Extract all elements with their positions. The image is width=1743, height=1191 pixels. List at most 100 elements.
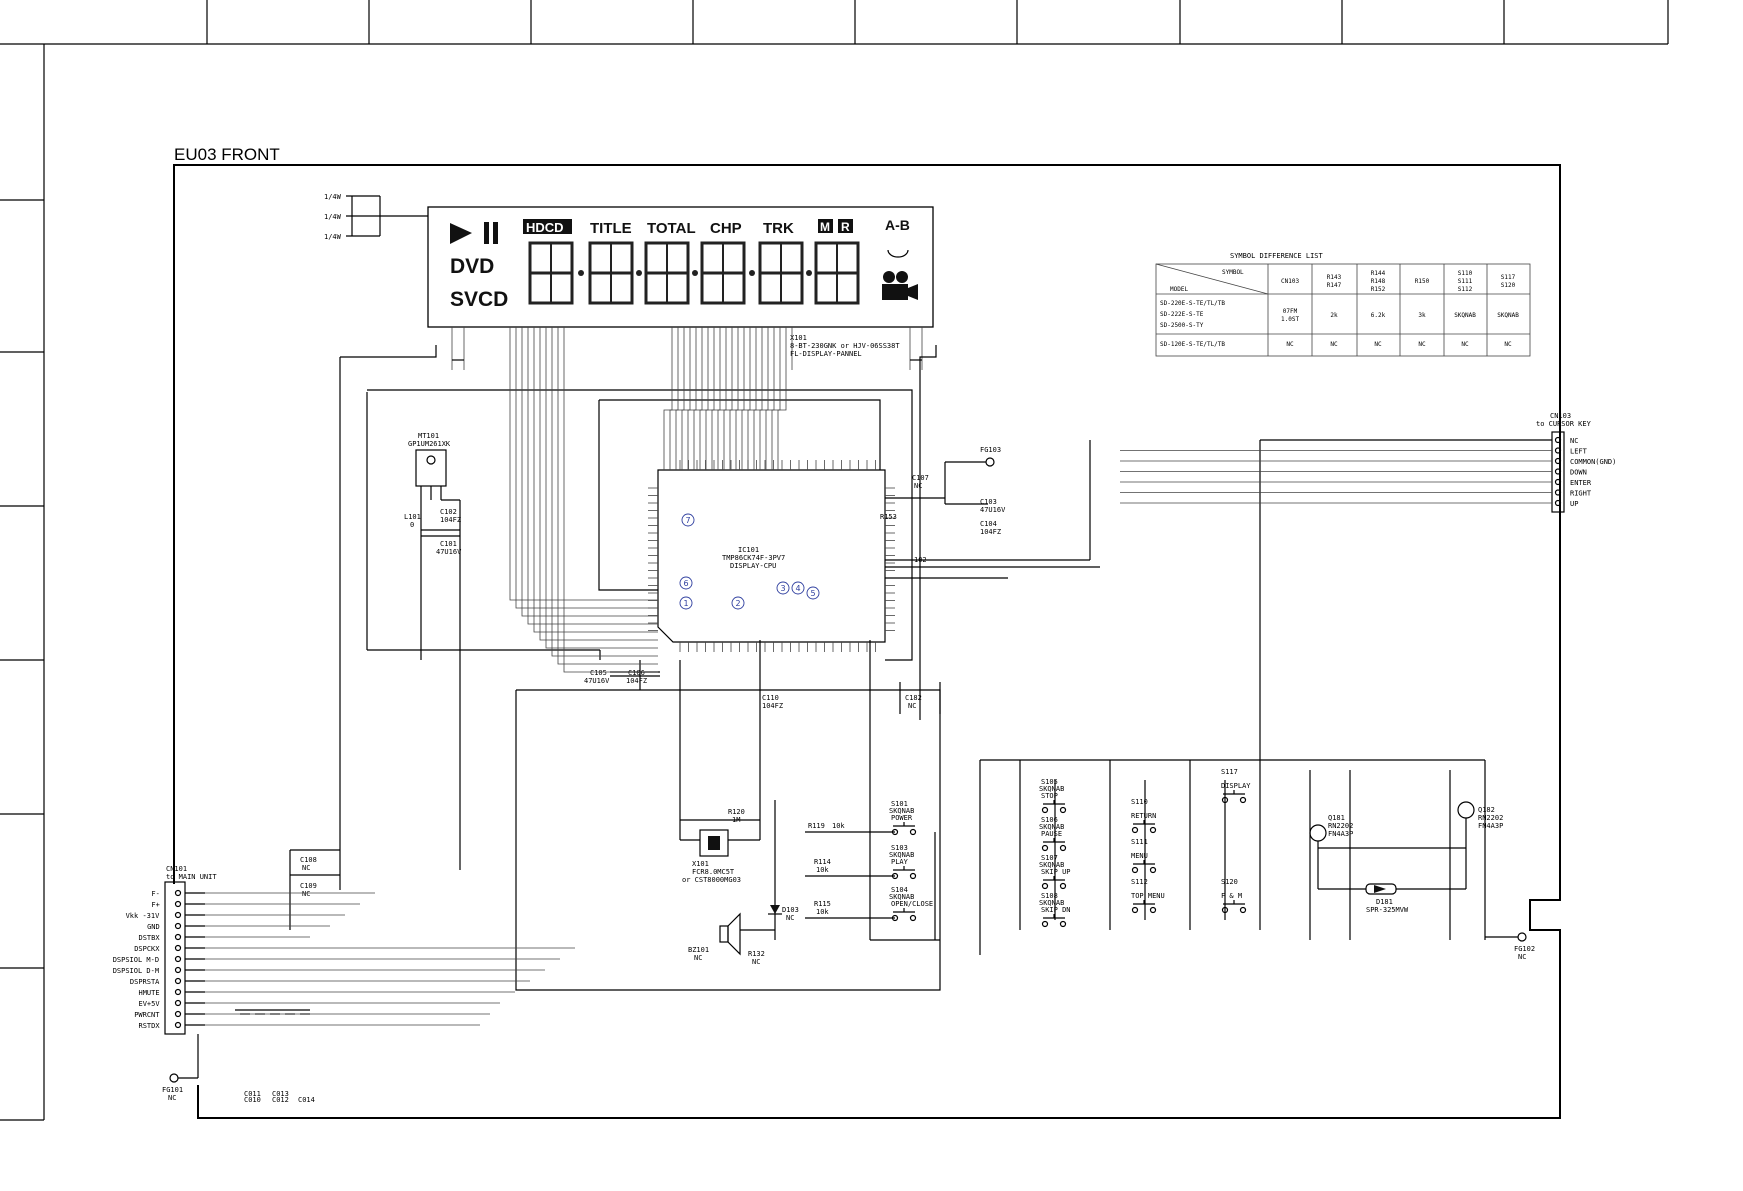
cn101-ref: CN101	[166, 865, 187, 873]
switch-part: SKQNAB	[1039, 861, 1064, 869]
sdl-cell: SKQNAB	[1454, 312, 1476, 319]
r153-value: 102	[914, 556, 927, 564]
switch-ref: S106	[1041, 816, 1058, 824]
section-title: EU03 FRONT	[174, 145, 280, 164]
c012-ref: C012	[272, 1096, 289, 1104]
play-icon	[450, 223, 472, 244]
switch-func: PAUSE	[1041, 830, 1062, 838]
cn101-pin-label: GND	[147, 923, 160, 931]
cn101-pin-label: RSTDX	[139, 1022, 161, 1030]
marker-number: 2	[736, 599, 741, 608]
q181-ref: Q181	[1328, 814, 1345, 822]
r131-rating: 1/4W	[324, 233, 342, 241]
vfd-svcd: SVCD	[450, 288, 508, 311]
sdl-model: SD-222E-S-TE	[1160, 311, 1204, 318]
marker-number: 7	[686, 516, 691, 525]
switch-part: SKQNAB	[1039, 823, 1064, 831]
cn101-pin-label: DSPRSTA	[130, 978, 160, 986]
switch-func: PLAY	[891, 858, 909, 866]
c010-ref: C010	[244, 1096, 261, 1104]
switch-func: RETURN	[1131, 812, 1156, 820]
mt101-part: GP1UM261XK	[408, 440, 451, 448]
symbol-difference-list: SYMBOL DIFFERENCE LIST SYMBOL MODEL CN10…	[1155, 252, 1531, 357]
cn101-pin-label: PWRCNT	[134, 1011, 160, 1019]
pause-icon-bar	[493, 222, 498, 244]
cn101-connector: CN101 to MAIN UNIT F-F+Vkk -31VGNDDSTBXD…	[113, 865, 217, 1078]
board-outline	[173, 164, 1561, 1119]
buzzer-bz101: BZ101 NC R132 NC	[688, 800, 776, 966]
c182-ref: C182	[905, 694, 922, 702]
c108-ref: C108	[300, 856, 317, 864]
display-drive-lines	[509, 370, 787, 673]
cn103-pin-label: NC	[1570, 437, 1578, 445]
switch-ref: S111	[1131, 838, 1148, 846]
cn101-pin-label: F+	[151, 901, 159, 909]
sdl-cell: NC	[1461, 341, 1469, 348]
led-d181: D181 SPR-325MVW	[1317, 818, 1467, 914]
cn103-ref: CN103	[1550, 412, 1571, 420]
vfd-trk: TRK	[763, 220, 794, 237]
vfd-m: M	[820, 220, 830, 234]
d181-part: SPR-325MVW	[1366, 906, 1409, 914]
sdl-cell: 2k	[1330, 312, 1338, 319]
main-switches: R119 10k R114 10k R115 10k	[805, 640, 940, 941]
c108-value: NC	[302, 864, 310, 872]
cpu-desc: DISPLAY-CPU	[730, 562, 776, 570]
c110-value: 104FZ	[762, 702, 783, 710]
c106-value: 104FZ	[626, 677, 647, 685]
marker-number: 6	[684, 579, 689, 588]
drawing-frame	[0, 0, 1669, 1121]
sdl-col-head: S120	[1501, 282, 1516, 289]
c101-value: 47U16V	[436, 548, 462, 556]
marker-circle	[791, 581, 805, 595]
switch-func: TOP MENU	[1131, 892, 1165, 900]
switch-part: SKQNAB	[889, 807, 914, 815]
c104-value: 104FZ	[980, 528, 1001, 536]
switch-ref: S112	[1131, 878, 1148, 886]
marker-circle	[679, 596, 693, 610]
ir-receiver-mt101: MT101 GP1UM261XK L101 0 C102 104FZ C101 …	[404, 432, 462, 870]
cn103-pin-label: DOWN	[1570, 469, 1587, 477]
diode-d103: D103 NC	[768, 905, 799, 922]
sdl-cell: 6.2k	[1371, 312, 1386, 319]
quarter-watt-resistors: 1/4W 1/4W 1/4W	[324, 193, 428, 241]
switch-part: SKQNAB	[1039, 899, 1064, 907]
r153-ref: R153	[880, 513, 897, 521]
pause-icon-bar	[484, 222, 489, 244]
camera-icon	[882, 271, 918, 300]
sdl-model: SD-2500-S-TY	[1160, 322, 1204, 329]
cn101-pin-label: DSPCKX	[134, 945, 160, 953]
sdl-col-head: S110	[1458, 270, 1473, 277]
switch-ref: S101	[891, 800, 908, 808]
vfd-r: R	[841, 220, 850, 234]
cn101-to: to MAIN UNIT	[166, 873, 217, 881]
marker-number: 4	[796, 584, 801, 593]
fg101: FG101 NC	[162, 1073, 198, 1102]
d103-value: NC	[786, 914, 794, 922]
marker-circle	[681, 513, 695, 527]
sdl-col-head: CN103	[1281, 278, 1299, 285]
fg102-label: FG102	[1514, 945, 1535, 953]
switch-ref: S104	[891, 886, 908, 894]
q181-alt: FN4A3P	[1328, 830, 1353, 838]
vfd-ab: A-B	[885, 217, 910, 233]
switch-func: MENU	[1131, 852, 1148, 860]
cn101-pin-label: DSPSIOL M-D	[113, 956, 159, 964]
switch-part: SKQNAB	[889, 893, 914, 901]
marker-circle	[731, 596, 745, 610]
switch-ref: S105	[1041, 778, 1058, 786]
c107-ref: C107	[912, 474, 929, 482]
switch-func: OPEN/CLOSE	[891, 900, 933, 908]
vfd-hdcd: HDCD	[526, 220, 564, 235]
marker-circle	[806, 586, 820, 600]
d181-ref: D181	[1376, 898, 1393, 906]
fg103-label: FG103	[980, 446, 1001, 454]
cn101-signal-bus	[185, 892, 575, 1026]
sdl-col-head: R148	[1371, 278, 1386, 285]
x101-alt: or CST8000MG03	[682, 876, 741, 884]
resonator-x101: X101 FCR8.0MC5T or CST8000MG03 R120 1M	[679, 640, 761, 884]
sdl-model: SD-220E-S-TE/TL/TB	[1160, 300, 1225, 307]
